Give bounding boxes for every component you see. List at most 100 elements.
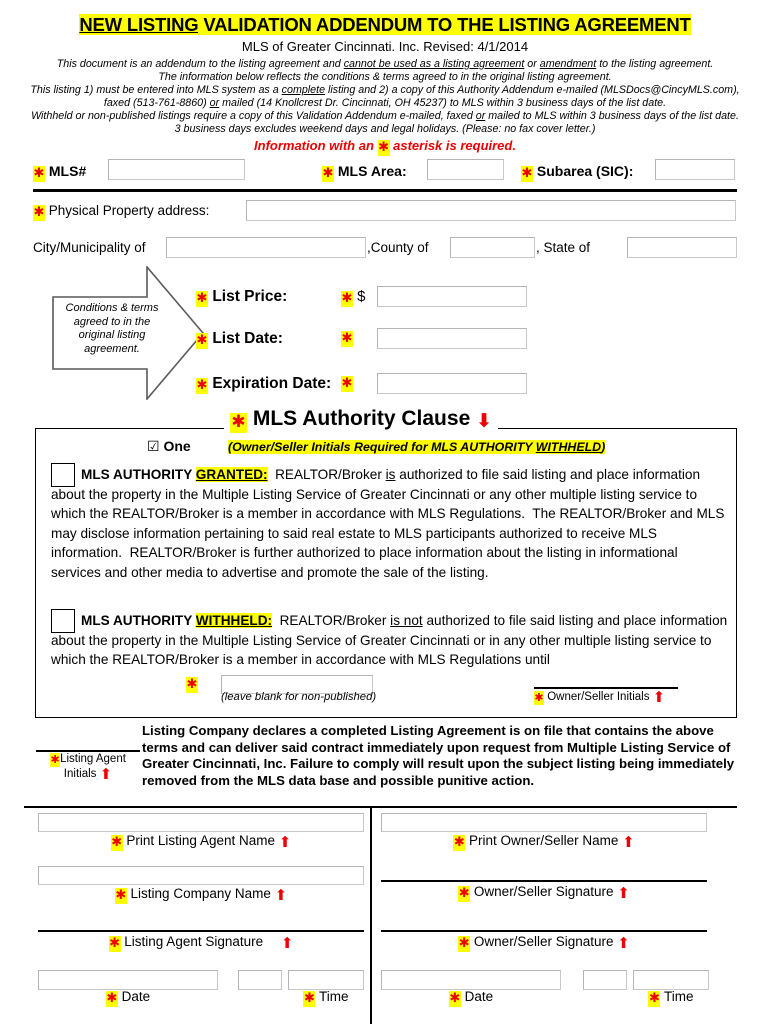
caption-text: Listing Agent Signature xyxy=(124,934,264,949)
withheld-until-input[interactable] xyxy=(221,675,373,694)
lead-line-4: faxed (513-761-8860) or mailed (14 Knoll… xyxy=(103,97,667,109)
listing-agent-time-input[interactable] xyxy=(288,970,364,990)
list-date-input[interactable] xyxy=(377,328,527,349)
up-arrow-icon: ⬆ xyxy=(99,765,113,783)
list-price-currency-text: $ xyxy=(357,288,366,305)
asterisk-icon: ✱ xyxy=(196,291,208,307)
up-arrow-icon: ⬆ xyxy=(617,884,630,902)
required-notice-post: asterisk is required. xyxy=(389,138,516,153)
list-price-input[interactable] xyxy=(377,286,527,307)
page-subtitle: MLS of Greater Cincinnati. Inc. Revised:… xyxy=(241,39,529,54)
mls-area-label: ✱ MLS Area: xyxy=(322,163,407,182)
caption-text: Print Owner/Seller Name xyxy=(469,833,619,848)
up-arrow-icon: ⬆ xyxy=(622,833,635,851)
granted-keyword: GRANTED: xyxy=(195,467,268,482)
mls-authority-clause-legend-text: MLS Authority Clause xyxy=(252,407,471,430)
listing-agent-time-ampm-input[interactable] xyxy=(238,970,282,990)
conditions-callout-text: Conditions & terms agreed to in the orig… xyxy=(65,302,159,355)
asterisk-icon: ✱ xyxy=(458,886,471,902)
mls-area-label-text: MLS Area: xyxy=(337,163,407,179)
mls-number-label: ✱ MLS# xyxy=(33,163,86,182)
check-one-row[interactable]: ☑ One xyxy=(147,438,191,455)
asterisk-icon: ✱ xyxy=(230,412,247,433)
asterisk-icon: ✱ xyxy=(521,166,533,182)
owner-seller-signature-line-1[interactable] xyxy=(381,880,707,882)
lead-line-3: This listing 1) must be entered into MLS… xyxy=(30,84,740,96)
asterisk-icon: ✱ xyxy=(196,333,208,349)
owner-seller-date-caption: ✱ Date xyxy=(381,989,561,1007)
asterisk-icon: ✱ xyxy=(303,991,316,1007)
print-owner-seller-name-input[interactable] xyxy=(381,813,707,832)
county-input[interactable] xyxy=(450,237,535,258)
listing-agent-initials-rule xyxy=(36,750,140,752)
listing-agent-time-caption: ✱ Time xyxy=(288,989,364,1007)
listing-company-name-caption: ✱ Listing Company Name ⬆ xyxy=(38,886,364,904)
caption-text: Date xyxy=(464,989,494,1004)
mls-authority-withheld-checkbox[interactable] xyxy=(51,609,75,633)
listing-agent-signature-caption: ✱ Listing Agent Signature ⬆ xyxy=(38,934,364,952)
mls-area-input[interactable] xyxy=(427,159,504,180)
listing-company-name-input[interactable] xyxy=(38,866,364,885)
caption-text: Owner/Seller Signature xyxy=(473,934,614,949)
mls-number-input[interactable] xyxy=(108,159,245,180)
list-price-currency: ✱ $ xyxy=(341,288,366,307)
required-notice-pre: Information with an xyxy=(254,138,378,153)
property-address-label-text: Physical Property address: xyxy=(48,203,210,218)
asterisk-icon: ✱ xyxy=(114,888,127,904)
owner-seller-date-input[interactable] xyxy=(381,970,561,990)
check-one-note: (Owner/Seller Initials Required for MLS … xyxy=(228,440,606,454)
listing-agent-signature-line[interactable] xyxy=(38,930,364,932)
owner-seller-time-caption: ✱ Time xyxy=(633,989,709,1007)
lead-line-6: 3 business days excludes weekend days an… xyxy=(174,123,596,135)
listing-agent-date-input[interactable] xyxy=(38,970,218,990)
up-arrow-icon: ⬆ xyxy=(274,886,288,904)
mls-authority-withheld-paragraph: MLS AUTHORITY WITHHELD: REALTOR/Broker i… xyxy=(51,613,728,668)
list-price-label: ✱ List Price: xyxy=(196,288,287,307)
expiration-date-input[interactable] xyxy=(377,373,527,394)
required-notice: Information with an ✱ asterisk is requir… xyxy=(0,138,770,156)
checked-box-icon: ☑ xyxy=(147,439,160,455)
subarea-label-text: Subarea (SIC): xyxy=(536,163,634,179)
mls-authority-granted-checkbox[interactable] xyxy=(51,463,75,487)
asterisk-icon: ✱ xyxy=(50,753,61,767)
listing-agent-initials-label: ✱Listing Agent Initials ⬆ xyxy=(36,752,140,782)
lead-line-5: Withheld or non-published listings requi… xyxy=(31,110,739,122)
block-arrow-icon xyxy=(52,264,205,402)
page-title: NEW LISTING VALIDATION ADDENDUM TO THE L… xyxy=(0,14,770,36)
lead-line-1: This document is an addendum to the list… xyxy=(56,58,714,70)
granted-prefix: MLS AUTHORITY xyxy=(81,467,196,482)
subarea-input[interactable] xyxy=(655,159,735,180)
owner-seller-time-ampm-input[interactable] xyxy=(583,970,627,990)
mls-authority-granted-paragraph: MLS AUTHORITY GRANTED: REALTOR/Broker is… xyxy=(51,467,725,580)
caption-text: Time xyxy=(319,989,349,1004)
lead-line-2: The information below reflects the condi… xyxy=(158,71,612,83)
expiration-date-label: ✱ Expiration Date: xyxy=(196,375,331,394)
header-divider-rule xyxy=(33,189,737,192)
subarea-label: ✱ Subarea (SIC): xyxy=(521,163,633,182)
property-address-input[interactable] xyxy=(246,200,736,221)
listing-agent-date-caption: ✱ Date xyxy=(38,989,218,1007)
state-label: , State of xyxy=(536,240,591,255)
owner-seller-time-input[interactable] xyxy=(633,970,709,990)
city-input[interactable] xyxy=(166,237,366,258)
up-arrow-icon: ⬆ xyxy=(652,688,666,706)
owner-seller-initials-label-text: Owner/Seller Initials xyxy=(547,691,650,703)
print-listing-agent-name-input[interactable] xyxy=(38,813,364,832)
owner-seller-signature-line-2[interactable] xyxy=(381,930,707,932)
caption-text: Owner/Seller Signature xyxy=(473,884,614,899)
owner-seller-initials-label: ✱ Owner/Seller Initials ⬆ xyxy=(534,690,665,705)
list-price-label-text: List Price: xyxy=(212,288,288,305)
caption-text: Print Listing Agent Name xyxy=(126,833,275,848)
asterisk-icon: ✱ xyxy=(377,140,390,156)
list-date-label-text: List Date: xyxy=(212,330,283,347)
asterisk-icon: ✱ xyxy=(33,205,45,221)
asterisk-icon: ✱ xyxy=(33,166,45,182)
conditions-callout: Conditions & terms agreed to in the orig… xyxy=(52,264,205,402)
up-arrow-icon: ⬆ xyxy=(278,833,292,851)
owner-seller-signature-caption-2: ✱ Owner/Seller Signature ⬆ xyxy=(381,934,707,952)
print-listing-agent-name-caption: ✱ Print Listing Agent Name ⬆ xyxy=(38,833,364,851)
state-input[interactable] xyxy=(627,237,737,258)
listing-agent-initials-line1: Listing Agent xyxy=(60,753,126,765)
asterisk-icon: ✱ xyxy=(186,677,198,693)
asterisk-icon: ✱ xyxy=(448,991,461,1007)
